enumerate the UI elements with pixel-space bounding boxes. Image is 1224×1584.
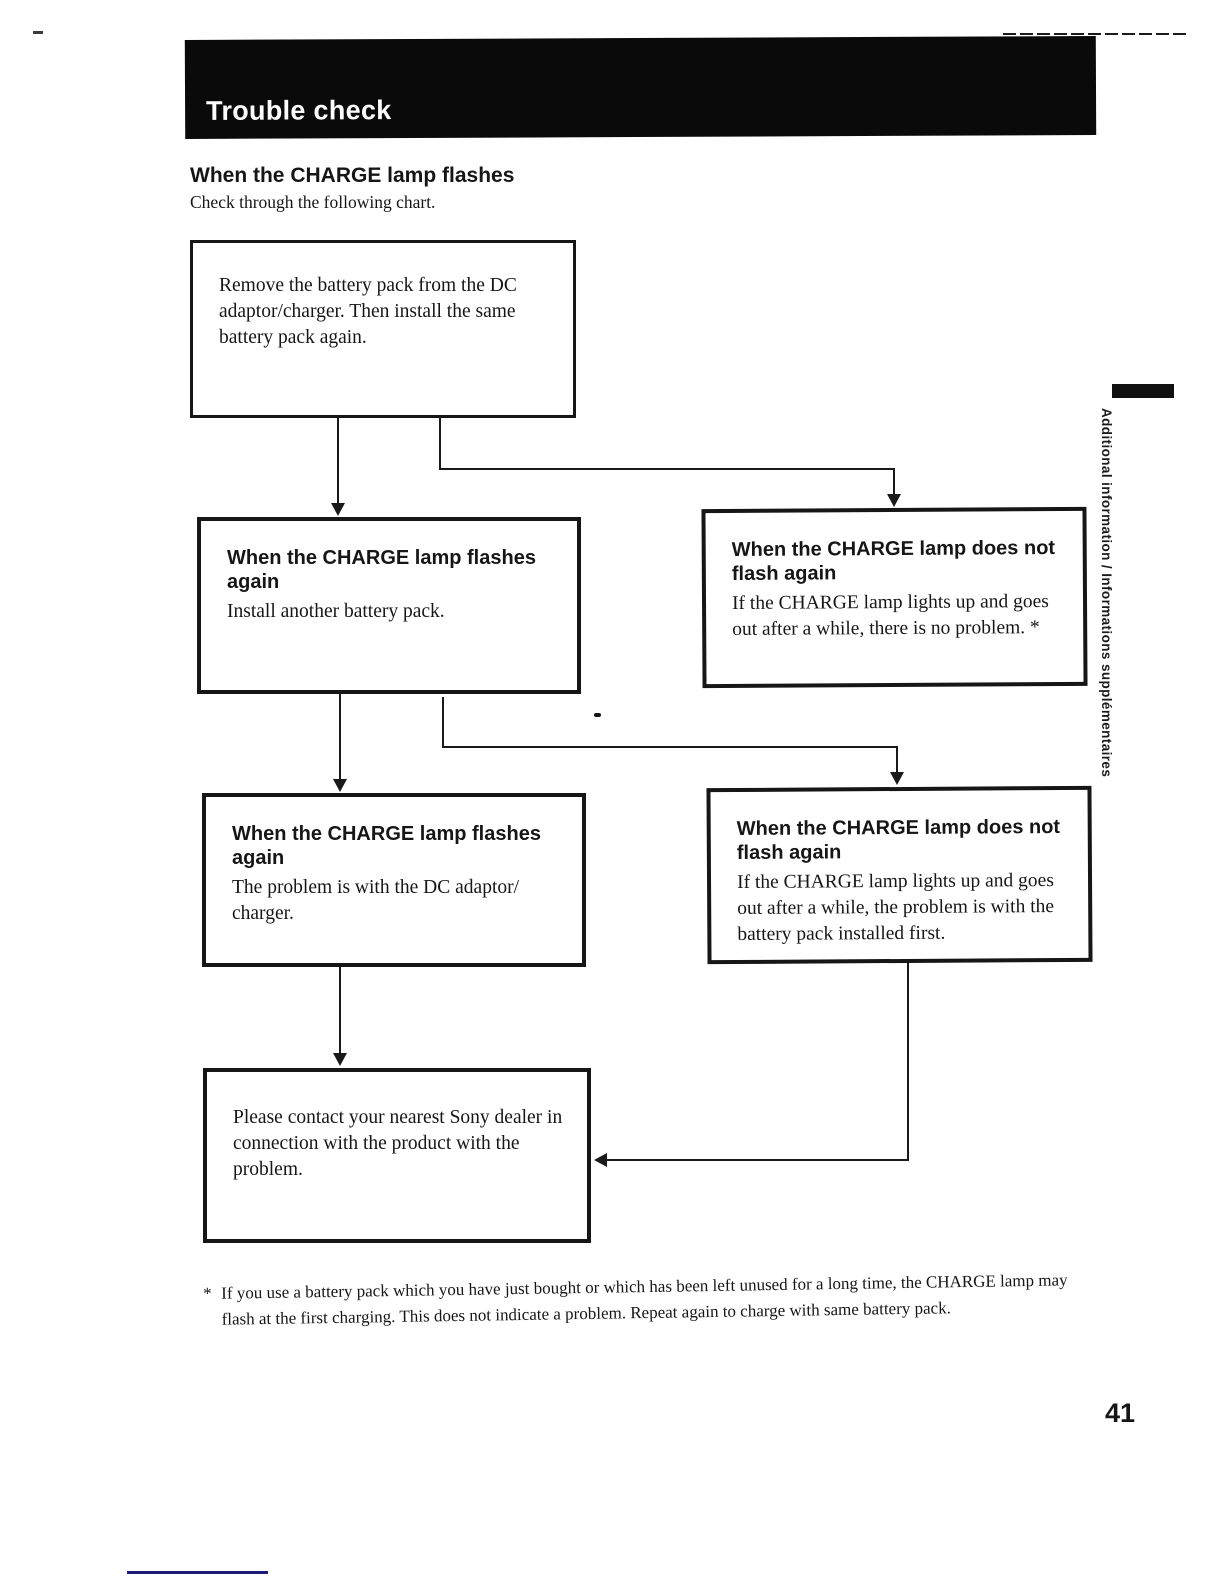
flow-box-body: Install another battery pack.	[227, 600, 445, 622]
connector-line	[907, 962, 909, 1161]
scan-artifact-dashed-line	[1003, 33, 1189, 35]
flow-box-does-not-flash-2: When the CHARGE lamp does not flash agai…	[706, 785, 1093, 965]
page-number: 41	[1105, 1398, 1136, 1428]
chapter-title: Trouble check	[206, 95, 392, 126]
connector-line	[339, 694, 341, 780]
arrow-down-icon	[887, 494, 901, 507]
flow-box-flashes-again-1: When the CHARGE lamp flashes again Insta…	[197, 517, 581, 694]
flow-box-body: If the CHARGE lamp lights up and goes ou…	[736, 869, 1055, 945]
section-intro: Check through the following chart.	[190, 192, 436, 212]
arrow-down-icon	[890, 772, 904, 785]
flow-box-body: The problem is with the DC adaptor/ char…	[232, 876, 520, 924]
arrow-down-icon	[333, 779, 347, 792]
flow-box-start: Remove the battery pack from the DC adap…	[190, 240, 576, 418]
flow-box-title: When the CHARGE lamp flashes again	[232, 823, 541, 870]
flow-box-start-text: Remove the battery pack from the DC adap…	[219, 275, 517, 348]
flow-box-title: When the CHARGE lamp flashes again	[227, 547, 536, 594]
footnote-asterisk: *	[203, 1283, 212, 1303]
sidebar-section-label: Additional information / Informations su…	[1099, 408, 1114, 778]
flow-box-does-not-flash-1: When the CHARGE lamp does not flash agai…	[701, 506, 1088, 689]
chapter-banner: Trouble check	[184, 36, 1097, 139]
flow-box-flashes-again-2: When the CHARGE lamp flashes again The p…	[202, 793, 586, 967]
scan-artifact-bottom-line	[127, 1571, 268, 1574]
scan-artifact-dash	[33, 31, 43, 34]
footnote-text: If you use a battery pack which you have…	[221, 1270, 1068, 1330]
arrow-down-icon	[333, 1053, 347, 1066]
connector-line	[893, 468, 895, 496]
flow-box-contact-dealer: Please contact your nearest Sony dealer …	[203, 1068, 591, 1243]
flow-box-body: If the CHARGE lamp lights up and goes ou…	[731, 590, 1049, 640]
section-index-tab	[1112, 384, 1174, 398]
footnote: * If you use a battery pack which you ha…	[203, 1267, 1090, 1334]
connector-line	[339, 967, 341, 1054]
scan-artifact-speck	[594, 713, 601, 717]
connector-line	[442, 746, 898, 748]
connector-line	[442, 697, 444, 748]
arrow-down-icon	[331, 503, 345, 516]
connector-line	[337, 418, 339, 504]
connector-line	[607, 1159, 909, 1161]
flow-box-title: When the CHARGE lamp does not flash agai…	[736, 816, 1061, 865]
connector-line	[439, 415, 441, 470]
flow-box-contact-text: Please contact your nearest Sony dealer …	[233, 1107, 563, 1180]
arrow-left-icon	[594, 1153, 607, 1167]
flow-box-title: When the CHARGE lamp does not flash agai…	[731, 537, 1056, 586]
connector-line	[439, 468, 895, 470]
connector-line	[896, 746, 898, 774]
section-heading: When the CHARGE lamp flashes	[190, 164, 515, 187]
